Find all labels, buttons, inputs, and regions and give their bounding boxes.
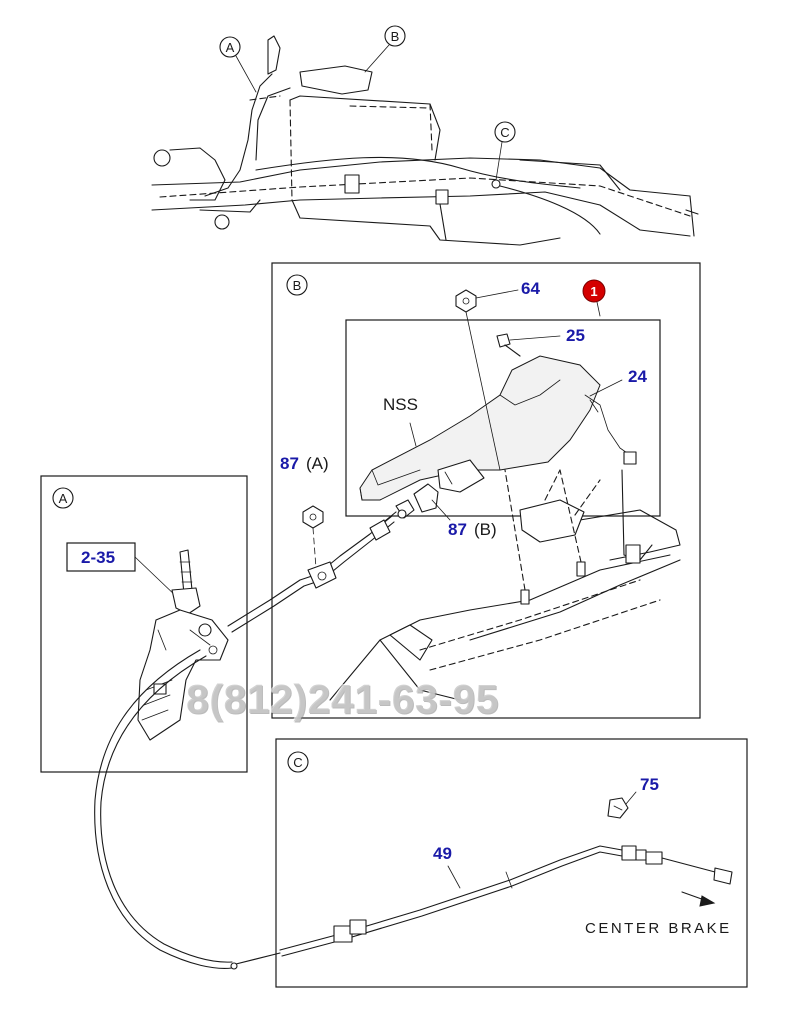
center-brake-caption: CENTER BRAKE xyxy=(585,920,732,937)
adjuster-87b xyxy=(379,483,439,526)
overview-callout-b: B xyxy=(364,25,406,73)
center-brake-cable-49 xyxy=(279,845,733,957)
part-number-75: 75 xyxy=(640,775,659,794)
clip-75 xyxy=(607,791,637,819)
detail-a-label: A xyxy=(59,491,68,506)
detail-b-label: B xyxy=(293,278,302,293)
overview-label-a: A xyxy=(226,40,235,55)
nut-87a xyxy=(302,505,324,569)
bolt-25 xyxy=(496,333,521,357)
overview-label-b: B xyxy=(391,29,400,44)
labels: 2-35 64 25 24 NSS 87 (A) 87 (B) 75 49 CE… xyxy=(81,279,732,937)
detail-c-label: C xyxy=(293,755,302,770)
brake-lever-assembly xyxy=(137,549,229,741)
nss-bracket xyxy=(359,355,637,501)
overview-chassis xyxy=(151,35,699,246)
part-number-25: 25 xyxy=(566,326,585,345)
ref-2-35: 2-35 xyxy=(81,548,115,567)
highlight-marker[interactable]: 1 xyxy=(582,279,606,303)
part-number-87b: 87 xyxy=(448,520,467,539)
highlight-marker-number: 1 xyxy=(590,284,597,299)
front-brake-cable xyxy=(94,515,395,970)
part-number-64: 64 xyxy=(521,279,540,298)
detail-b-panel: B xyxy=(271,262,701,719)
nss-label: NSS xyxy=(383,395,418,414)
overview-callout-a: A xyxy=(219,36,257,93)
phone-watermark: 8(812)241-63-95 xyxy=(186,676,499,722)
part-number-24: 24 xyxy=(628,367,647,386)
nss-detail-box xyxy=(345,319,661,517)
part-tag-87a: (A) xyxy=(306,454,329,473)
part-number-49: 49 xyxy=(433,844,452,863)
part-tag-87b: (B) xyxy=(474,520,497,539)
detail-c-panel: C xyxy=(275,738,748,988)
detail-a-panel: A xyxy=(40,475,248,773)
part-number-87a: 87 xyxy=(280,454,299,473)
overview-label-c: C xyxy=(500,125,509,140)
overview-callout-c: C xyxy=(494,121,516,181)
nut-64 xyxy=(455,289,501,471)
